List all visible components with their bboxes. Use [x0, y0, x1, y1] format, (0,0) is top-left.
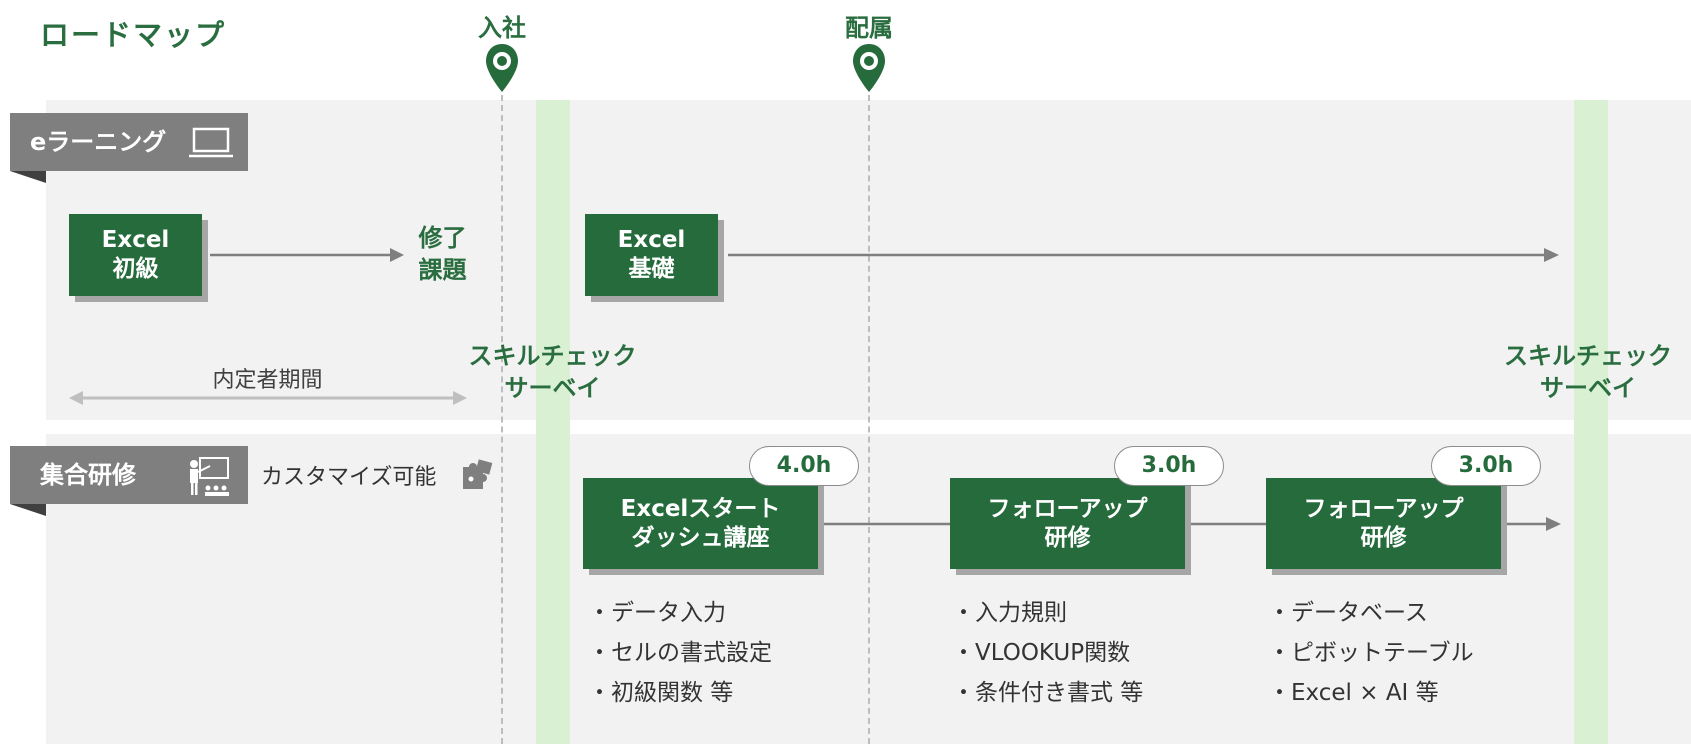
course-1-hours-badge: 4.0h — [749, 446, 859, 486]
course-2-topic: ・VLOOKUP関数 — [952, 640, 1131, 666]
course-1-topic: ・セルの書式設定 — [588, 640, 772, 666]
join-dashed-line — [501, 95, 503, 744]
course-1-topics: ・データ入力 ・セルの書式設定 ・初級関数 等 — [588, 593, 772, 713]
milestone-assign-label: 配属 — [845, 14, 893, 42]
completion-task: 修了 課題 — [405, 222, 480, 286]
completion-line2: 課題 — [418, 256, 467, 284]
puzzle-icon — [463, 459, 493, 489]
page-title: ロードマップ — [40, 18, 227, 52]
course-1-topic: ・初級関数 等 — [588, 680, 734, 706]
elearning-tag: eラーニング — [10, 113, 248, 171]
course-3-topic: ・ピボットテーブル — [1268, 640, 1474, 666]
excel-beginner-box: Excel 初級 — [69, 214, 202, 296]
excel-basic-line2: 基礎 — [628, 256, 675, 282]
course-1-topic: ・データ入力 — [588, 600, 726, 626]
course-2-line2: 研修 — [1044, 524, 1091, 551]
course-box-followup-1: フォローアップ 研修 — [950, 478, 1185, 569]
course-3-topic: ・データベース — [1268, 600, 1428, 626]
survey-left-line1: スキルチェック — [468, 342, 637, 370]
presenter-icon — [190, 457, 229, 496]
excel-basic-box: Excel 基礎 — [585, 214, 718, 296]
course-1-line2: ダッシュ講座 — [631, 524, 770, 551]
course-2-topics: ・入力規則 ・VLOOKUP関数 ・条件付き書式 等 — [952, 593, 1143, 713]
excel-beginner-line2: 初級 — [112, 256, 159, 282]
offer-period-label: 内定者期間 — [212, 368, 323, 393]
course-3-line1: フォローアップ — [1303, 495, 1464, 522]
elearning-tag-label: eラーニング — [30, 128, 167, 156]
course-2-hours-badge: 3.0h — [1114, 446, 1224, 486]
group-training-tag-tail — [10, 504, 46, 516]
survey-column-left — [536, 100, 570, 744]
arrow-long-elearning — [728, 248, 1559, 262]
excel-basic-line1: Excel — [617, 227, 686, 254]
skill-check-survey-left: スキルチェック サーベイ — [450, 340, 655, 404]
group-training-tag-label: 集合研修 — [40, 461, 136, 489]
survey-left-line2: サーベイ — [504, 374, 601, 402]
course-3-hours-badge: 3.0h — [1431, 446, 1541, 486]
laptop-icon — [189, 127, 233, 158]
course-box-startdash: Excelスタート ダッシュ講座 — [583, 478, 818, 569]
course-2-topic: ・条件付き書式 等 — [952, 680, 1144, 706]
survey-right-line1: スキルチェック — [1504, 342, 1672, 370]
course-2-topic: ・入力規則 — [952, 600, 1067, 626]
survey-column-right — [1574, 100, 1608, 744]
completion-line1: 修了 — [418, 224, 467, 252]
milestone-join-label: 入社 — [478, 14, 526, 42]
course-3-topics: ・データベース ・ピボットテーブル ・Excel × AI 等 — [1268, 593, 1474, 713]
offer-period-arrow — [69, 391, 467, 405]
course-box-followup-2: フォローアップ 研修 — [1266, 478, 1501, 569]
course-3-line2: 研修 — [1360, 524, 1407, 551]
location-pin-icon — [486, 44, 518, 92]
assign-dashed-line — [868, 95, 870, 744]
course-3-topic: ・Excel × AI 等 — [1268, 680, 1439, 706]
arrow-to-completion — [210, 248, 404, 262]
customizable-label: カスタマイズ可能 — [261, 465, 437, 490]
excel-beginner-line1: Excel — [101, 227, 170, 254]
course-2-line1: フォローアップ — [987, 495, 1148, 522]
course-1-line1: Excelスタート — [620, 495, 781, 522]
location-pin-icon — [853, 44, 885, 92]
survey-right-line2: サーベイ — [1540, 374, 1636, 402]
skill-check-survey-right: スキルチェック サーベイ — [1488, 340, 1688, 404]
elearning-tag-tail — [10, 171, 46, 183]
